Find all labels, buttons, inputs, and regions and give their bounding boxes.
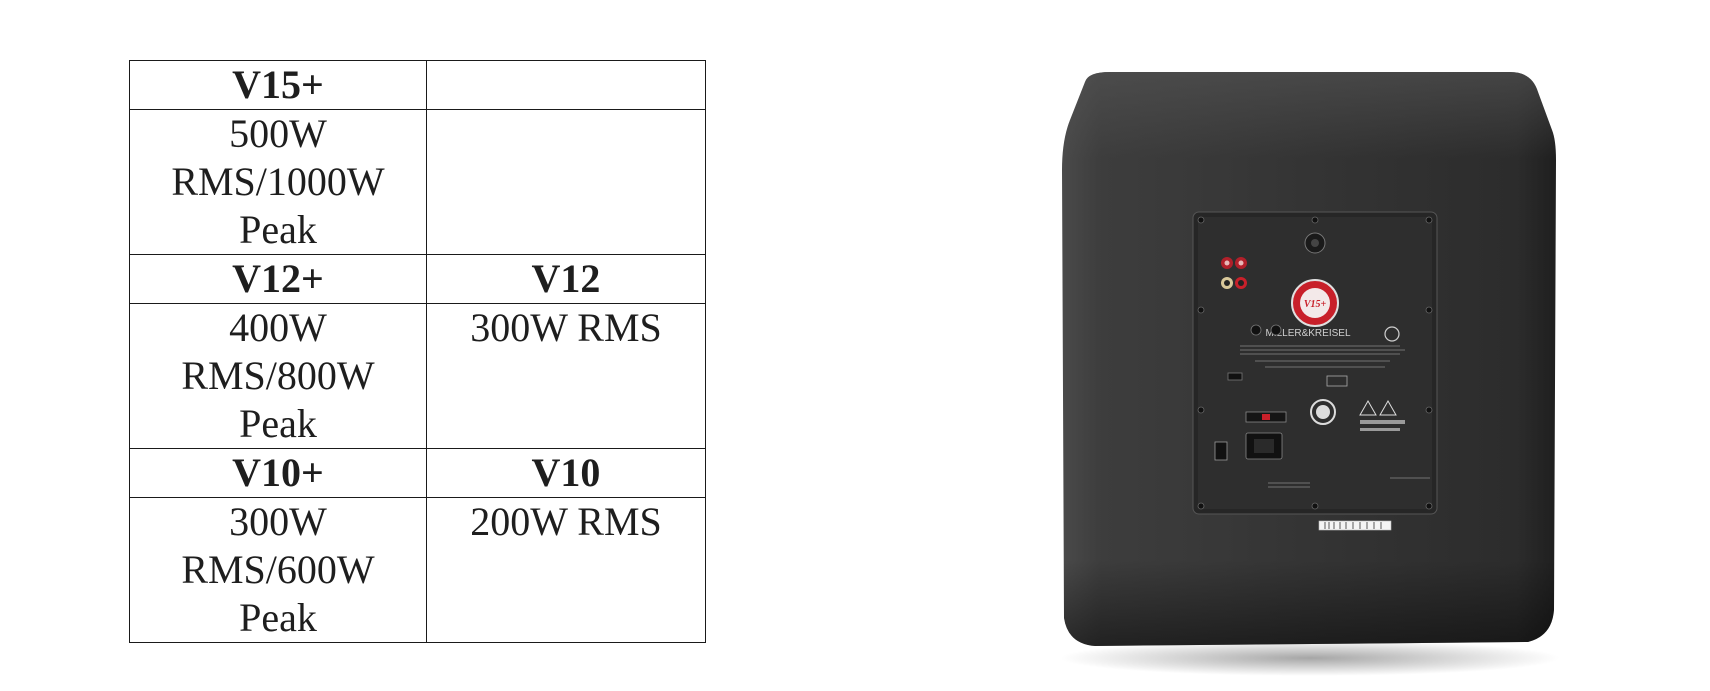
cell-text-line: RMS/1000W [171,159,385,204]
brand-logo: MILLER&KREISEL [1265,328,1350,339]
cell-text-line: Peak [239,595,317,640]
model-row: V12+ V12 [129,254,706,304]
cell-text-line: 300W RMS [470,305,662,350]
auto-on-switch [1227,372,1243,381]
cell-text-line: V10+ [232,450,324,495]
cell-text-line: Peak [239,207,317,252]
model-name-cell: V10 [426,448,706,498]
serial-barcode-label [1318,520,1392,531]
cell-text-line: V12 [531,256,601,301]
power-spec-cell: 300W RMS [426,303,706,449]
certification-seal [1310,399,1336,425]
model-name-cell: V12+ [129,254,427,304]
panel-screws [1197,216,1433,510]
cell-text-line: RMS/800W [181,353,375,398]
cell-text-line: 300W [229,499,327,544]
subwoofer-photo: V15+ MILLER&KREISEL [1060,72,1560,676]
badge-emblem: V15+ [1291,279,1339,327]
panel-fine-print [1240,345,1430,488]
warning-labels [1359,399,1405,431]
model-name-cell: V15+ [129,60,427,110]
brand-mark-icon [1384,326,1400,342]
svg-text:V15+: V15+ [1304,299,1327,310]
cell-text-line: 400W [229,305,327,350]
cell-text-line: 500W [229,111,327,156]
model-row: V15+ [129,60,706,110]
speaker-terminals [1221,257,1247,289]
model-name-cell: V10+ [129,448,427,498]
volume-knob [1304,232,1326,254]
cell-text-line: Peak [239,401,317,446]
cell-text-line: 200W RMS [470,499,662,544]
power-spec-cell [426,109,706,255]
model-row: V10+ V10 [129,448,706,498]
cell-text-line: V12+ [232,256,324,301]
model-name-cell [426,60,706,110]
cabinet-shadow [1060,640,1560,676]
model-name-cell: V12 [426,254,706,304]
thx-label [1326,375,1348,387]
barcode [1324,522,1382,529]
input-jacks [1250,324,1282,336]
cell-text-line: RMS/600W [181,547,375,592]
power-spec-cell: 200W RMS [426,497,706,643]
cell-text-line: V10 [531,450,601,495]
cell-text-line: V15+ [232,62,324,107]
power-switch [1214,441,1228,461]
power-inlet [1245,432,1283,460]
